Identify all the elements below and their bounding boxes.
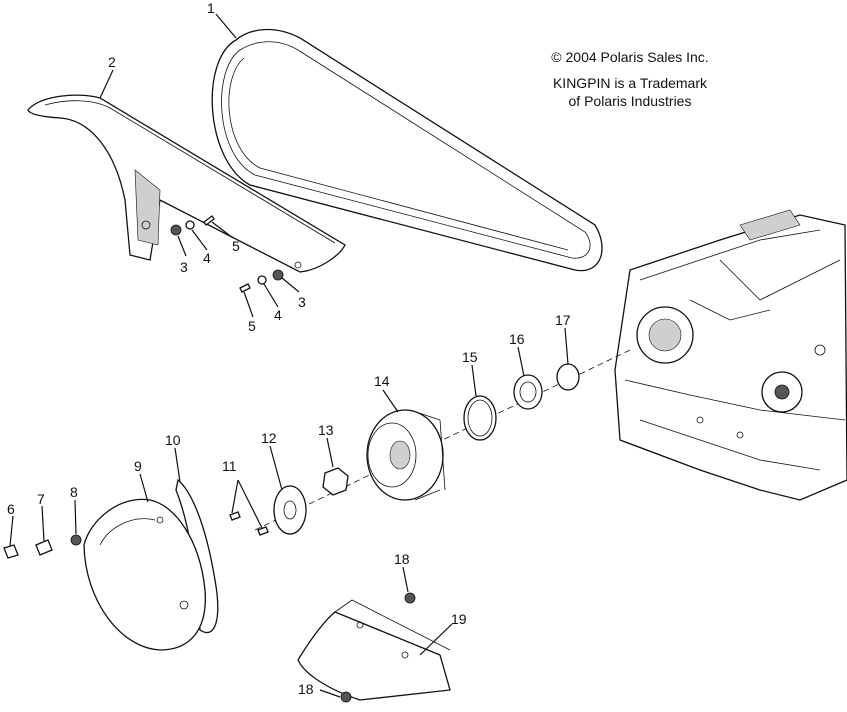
nut-8 bbox=[70, 534, 82, 546]
callout-13: 13 bbox=[318, 422, 334, 438]
callout-1: 1 bbox=[207, 0, 215, 16]
plate-12 bbox=[273, 485, 307, 535]
drive-belt bbox=[211, 28, 603, 272]
copyright-line: © 2004 Polaris Sales Inc. bbox=[551, 49, 709, 65]
belt-guard bbox=[27, 94, 346, 273]
callout-5b: 5 bbox=[248, 318, 256, 334]
callout-18b: 18 bbox=[298, 681, 314, 697]
washer-4-upper bbox=[185, 220, 195, 230]
bolt-5-lower bbox=[239, 283, 251, 293]
sprocket-14 bbox=[366, 409, 446, 501]
bracket-19 bbox=[297, 599, 451, 701]
washer-4-lower bbox=[257, 275, 267, 285]
nut-18-upper bbox=[404, 592, 416, 604]
callout-16: 16 bbox=[509, 331, 525, 347]
callout-19: 19 bbox=[451, 611, 467, 627]
nut-18-lower bbox=[340, 691, 352, 703]
leader-lines bbox=[9, 13, 569, 698]
nut-3-lower bbox=[272, 269, 284, 281]
nut-3-upper bbox=[170, 224, 182, 236]
callout-11: 11 bbox=[222, 458, 237, 474]
cover-9 bbox=[83, 498, 206, 651]
callout-4a: 4 bbox=[203, 250, 211, 266]
callout-9: 9 bbox=[134, 458, 142, 474]
bolt-7 bbox=[35, 539, 53, 556]
callout-3a: 3 bbox=[180, 259, 188, 275]
callout-17: 17 bbox=[555, 312, 571, 328]
seal-16 bbox=[513, 374, 543, 410]
screws-11 bbox=[229, 479, 269, 536]
upper-hardware bbox=[170, 215, 284, 293]
callout-12: 12 bbox=[261, 430, 277, 446]
trademark-line: KINGPIN is a Trademark bbox=[552, 75, 708, 91]
callout-8: 8 bbox=[70, 484, 78, 500]
bolt-6 bbox=[3, 544, 19, 559]
callout-15: 15 bbox=[462, 349, 478, 365]
callout-5a: 5 bbox=[232, 238, 240, 254]
trademark-owner-line: of Polaris Industries bbox=[568, 93, 692, 109]
callout-4b: 4 bbox=[274, 307, 282, 323]
callout-2: 2 bbox=[108, 54, 116, 70]
ring-15 bbox=[463, 395, 497, 441]
callout-18a: 18 bbox=[394, 551, 410, 567]
bolt-5-upper bbox=[203, 215, 215, 226]
callout-14: 14 bbox=[374, 373, 390, 389]
callout-3b: 3 bbox=[298, 294, 306, 310]
nut-13 bbox=[322, 467, 349, 496]
callout-10: 10 bbox=[165, 432, 181, 448]
o-ring-17 bbox=[556, 363, 580, 391]
callout-7: 7 bbox=[37, 491, 45, 507]
engine-assembly bbox=[614, 209, 847, 501]
callout-6: 6 bbox=[7, 501, 15, 517]
